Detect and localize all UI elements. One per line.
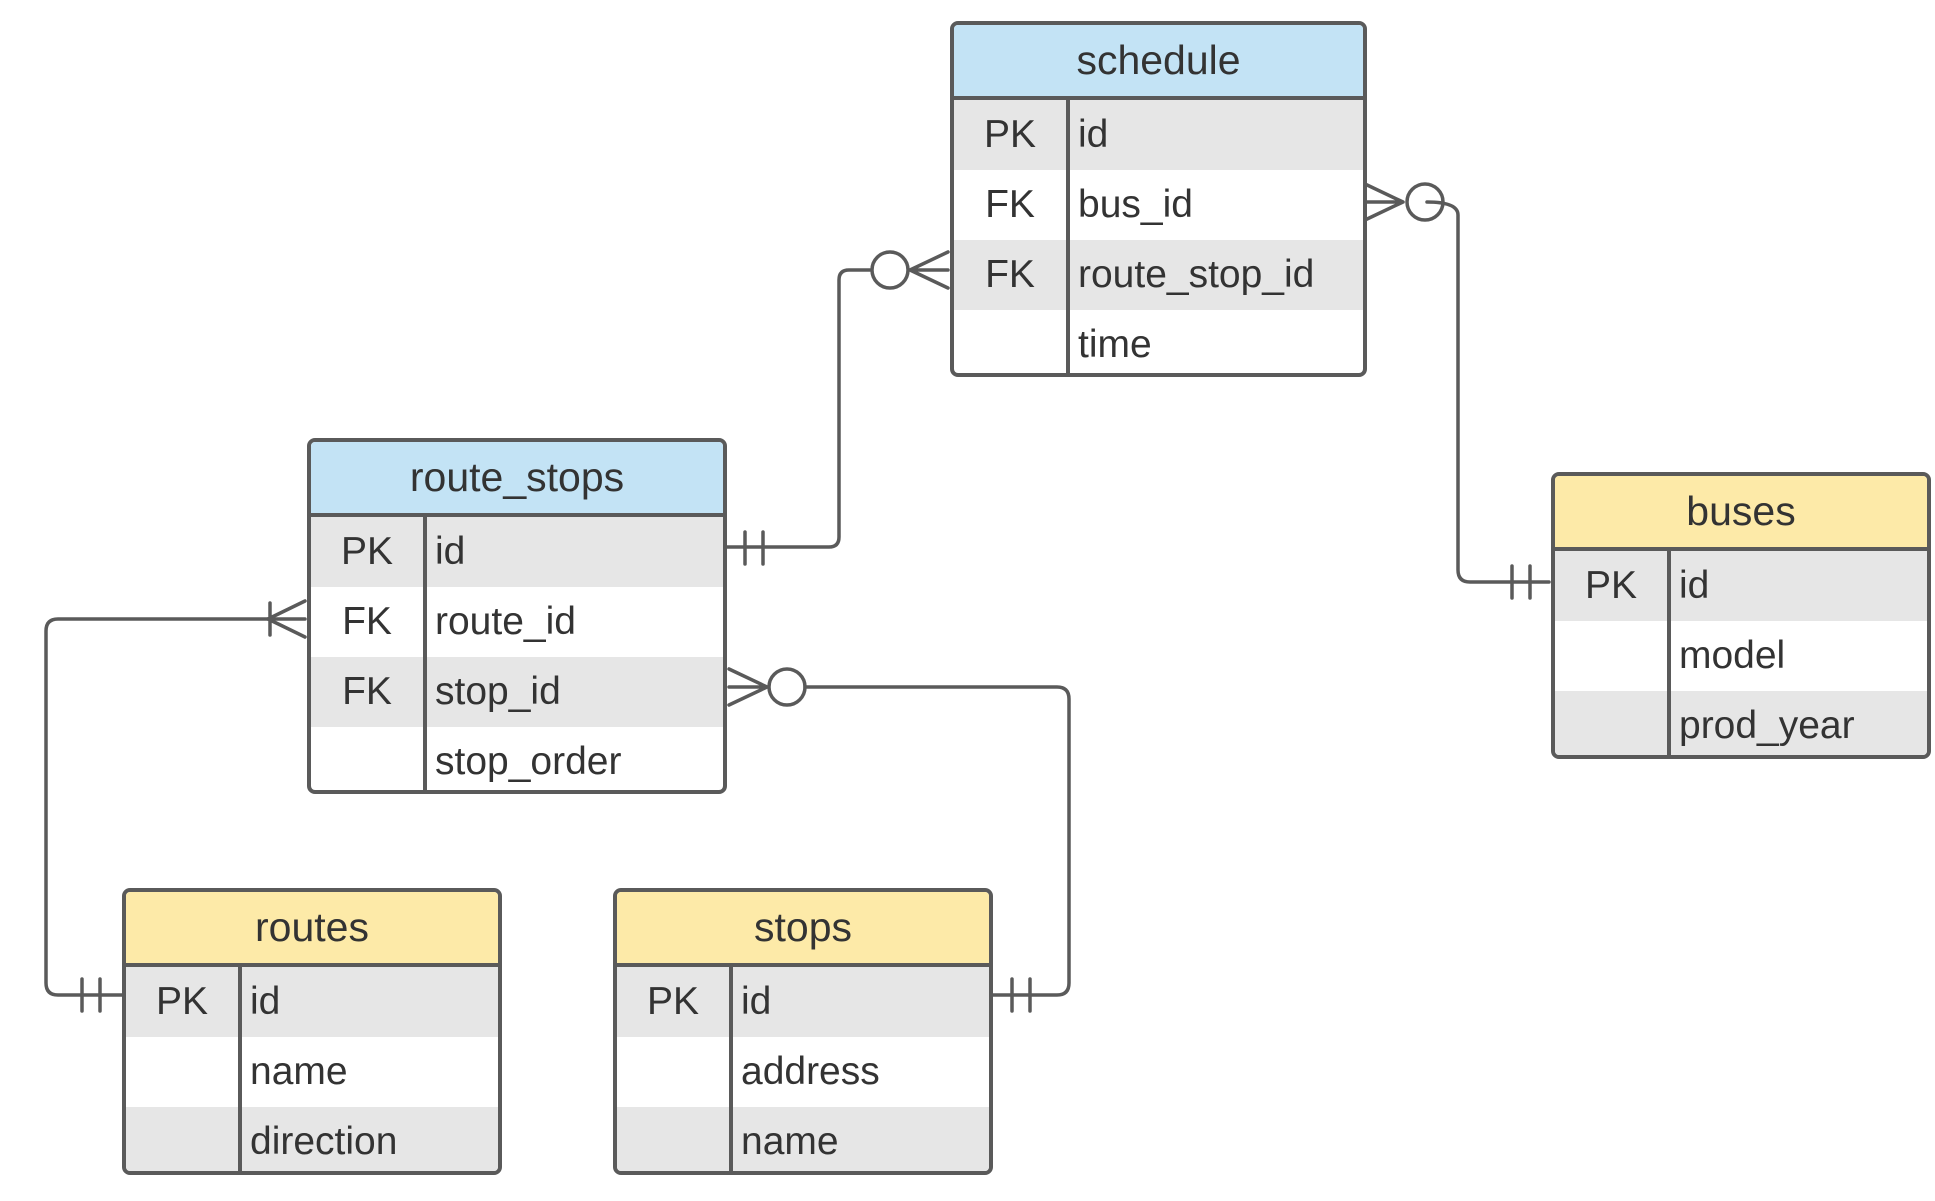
entity-row: FK route_stop_id (954, 240, 1363, 310)
column-name: address (741, 1050, 880, 1093)
entity-row: stop_order (311, 727, 723, 790)
key-label: PK (983, 113, 1037, 156)
entity-row: PK id (311, 517, 723, 587)
relationship-schedule-buses (1363, 182, 1551, 600)
entity-row: model (1555, 621, 1927, 691)
entity-route-stops[interactable]: route_stops PK id FK route_id FK stop_id… (307, 438, 727, 794)
one-and-only-one-marker (1510, 564, 1532, 600)
entity-row: FK route_id (311, 587, 723, 657)
crow-foot-zero-many-marker (1363, 182, 1405, 222)
entity-columns: PK id FK route_id FK stop_id stop_order (311, 517, 723, 790)
connector-line (803, 685, 1071, 997)
entity-schedule[interactable]: schedule PK id FK bus_id FK route_stop_i… (950, 21, 1367, 377)
entity-routes[interactable]: routes PK id name direction (122, 888, 502, 1175)
column-name: id (1078, 113, 1109, 156)
column-name: id (1679, 564, 1710, 607)
key-label: FK (342, 600, 392, 643)
column-name: prod_year (1679, 704, 1855, 747)
entity-row: name (617, 1107, 989, 1171)
entity-row: time (954, 310, 1363, 373)
column-name: name (741, 1120, 839, 1163)
column-divider (1066, 100, 1070, 373)
column-name: stop_id (435, 670, 561, 713)
column-divider (423, 517, 427, 790)
key-label: PK (646, 980, 700, 1023)
connector-line (1425, 200, 1551, 584)
relationship-schedule-route-stops (724, 250, 950, 566)
column-name: route_id (435, 600, 576, 643)
zero-circle-marker (1405, 182, 1445, 222)
entity-row: address (617, 1037, 989, 1107)
key-label: FK (342, 670, 392, 713)
key-label: PK (1584, 564, 1638, 607)
key-label: PK (155, 980, 209, 1023)
crow-foot-one-many-marker (266, 599, 307, 639)
entity-row: FK bus_id (954, 170, 1363, 240)
entity-row: PK id (954, 100, 1363, 170)
entity-row: PK id (1555, 551, 1927, 621)
entity-columns: PK id address name (617, 967, 989, 1171)
column-name: bus_id (1078, 183, 1193, 226)
column-name: stop_order (435, 740, 622, 783)
one-and-only-one-marker (80, 977, 102, 1013)
entity-title: buses (1555, 476, 1927, 551)
entity-columns: PK id model prod_year (1555, 551, 1927, 755)
column-divider (1667, 551, 1671, 755)
zero-circle-marker (870, 250, 910, 290)
column-divider (238, 967, 242, 1171)
entity-row: direction (126, 1107, 498, 1171)
entity-columns: PK id FK bus_id FK route_stop_id time (954, 100, 1363, 373)
connector-line (44, 617, 307, 997)
relationship-route-stops-stops (727, 667, 1071, 1013)
entity-row: prod_year (1555, 691, 1927, 755)
entity-title: stops (617, 892, 989, 967)
zero-circle-marker (767, 667, 807, 707)
crow-foot-zero-many-marker (727, 667, 769, 707)
entity-row: PK id (126, 967, 498, 1037)
entity-stops[interactable]: stops PK id address name (613, 888, 993, 1175)
relationship-route-stops-routes (44, 599, 307, 1013)
entity-columns: PK id name direction (126, 967, 498, 1171)
column-name: model (1679, 634, 1786, 677)
connector-line (724, 268, 872, 549)
one-and-only-one-marker (743, 530, 765, 566)
key-label: FK (985, 183, 1035, 226)
entity-row: name (126, 1037, 498, 1107)
column-name: id (741, 980, 772, 1023)
key-label: PK (340, 530, 394, 573)
column-name: id (250, 980, 281, 1023)
column-name: id (435, 530, 466, 573)
entity-title: routes (126, 892, 498, 967)
column-name: name (250, 1050, 348, 1093)
column-divider (729, 967, 733, 1171)
crow-foot-zero-many-marker (908, 250, 950, 290)
entity-buses[interactable]: buses PK id model prod_year (1551, 472, 1931, 759)
one-and-only-one-marker (1010, 977, 1032, 1013)
column-name: direction (250, 1120, 398, 1163)
entity-row: FK stop_id (311, 657, 723, 727)
key-label: FK (985, 253, 1035, 296)
column-name: route_stop_id (1078, 253, 1315, 296)
entity-row: PK id (617, 967, 989, 1037)
column-name: time (1078, 323, 1152, 366)
entity-title: route_stops (311, 442, 723, 517)
entity-title: schedule (954, 25, 1363, 100)
